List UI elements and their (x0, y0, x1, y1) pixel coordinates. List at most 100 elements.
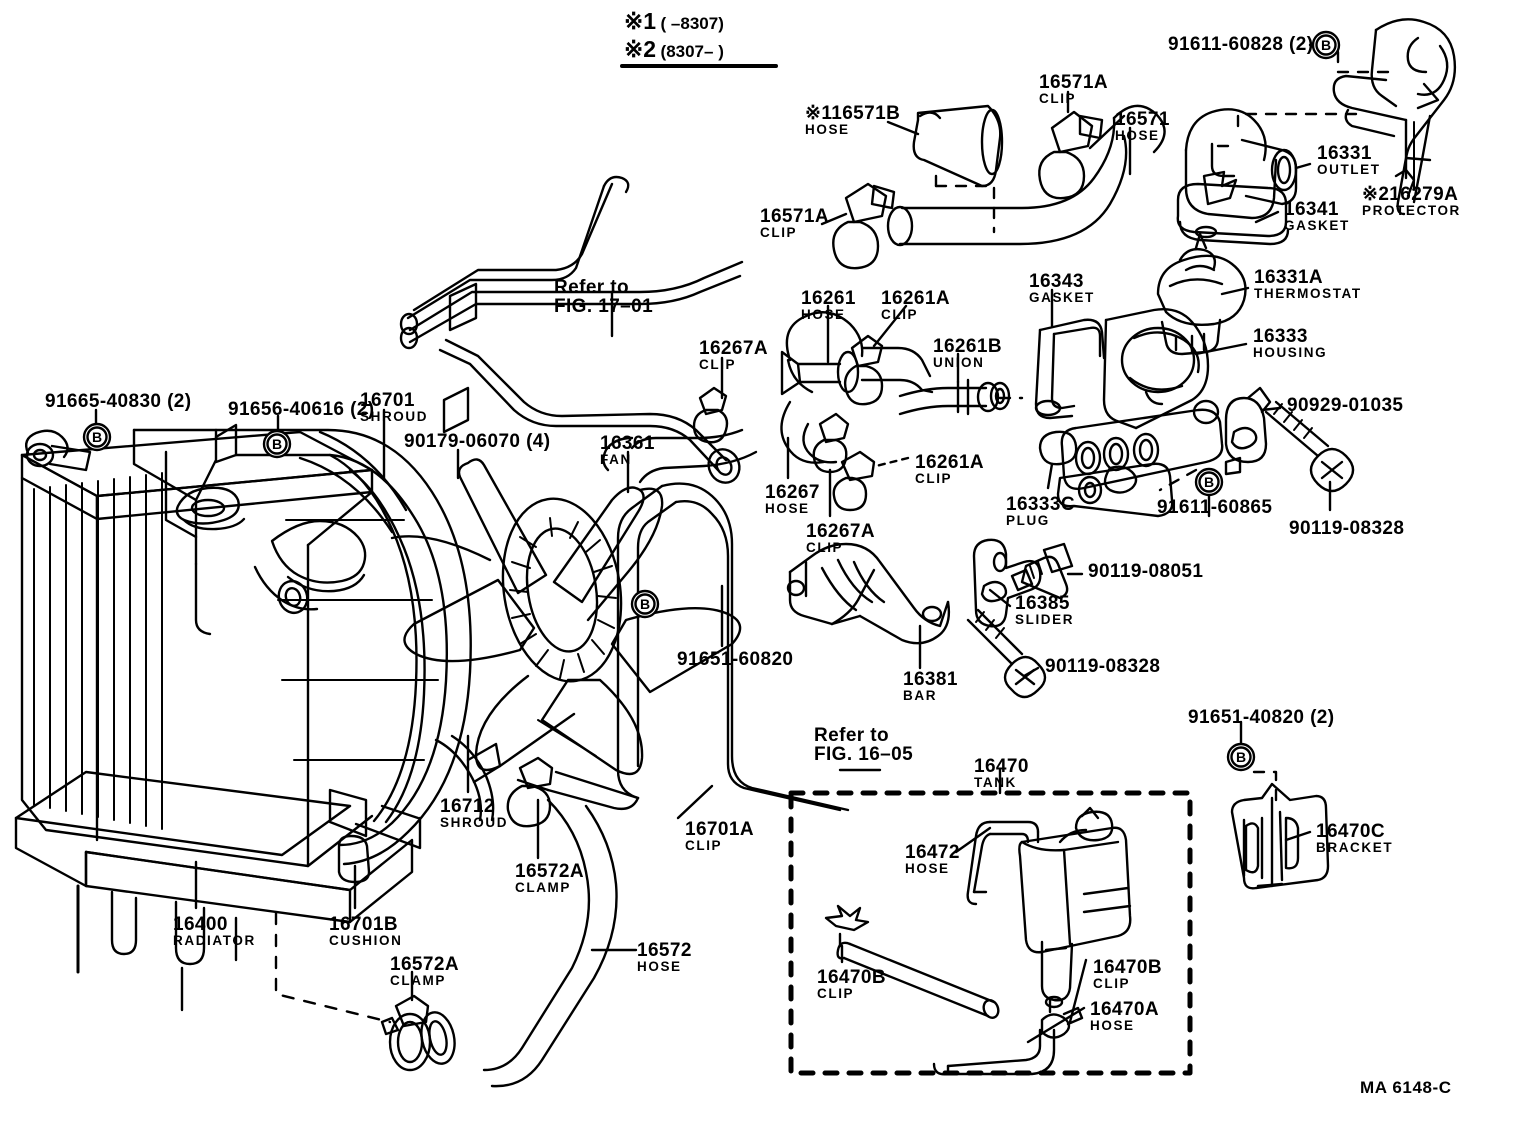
part-description: BAR (903, 688, 938, 704)
part-number: 16333C (1006, 494, 1075, 515)
part-description: OUTLET (1317, 162, 1381, 178)
part-description: HOUSING (1253, 345, 1328, 361)
part-number: 16333 (1253, 326, 1308, 347)
part-number: 16261B (933, 336, 1002, 357)
part-description: CLIP (806, 540, 844, 556)
part-description: PLUG (1006, 513, 1050, 529)
part-number: 16470B (817, 967, 886, 988)
part-description: CLIP (699, 357, 737, 373)
bolt-marker: B (1226, 742, 1256, 772)
part-description: PROTECTOR (1362, 203, 1461, 219)
part-description: SHROUD (360, 409, 429, 425)
part-number: 16267 (765, 482, 820, 503)
part-label-90179-06070-4-: 90179-06070 (4) (404, 431, 551, 452)
part-label-91665-40830-2-: 91665-40830 (2) (45, 392, 192, 412)
header-note-1: ※1 ( –8307) (624, 8, 724, 35)
part-label-91651-40820-2-: 91651-40820 (2) (1188, 708, 1335, 728)
part-number: 16267A (806, 521, 875, 542)
part-number: 16470 (974, 756, 1029, 777)
header-note-1-mark: ※1 (624, 8, 657, 34)
part-description: THERMOSTAT (1254, 286, 1362, 302)
part-number: 91651-60820 (677, 649, 794, 670)
part-number: 90179-06070 (4) (404, 431, 551, 452)
header-note-2-mark: ※2 (624, 36, 657, 62)
part-number: 16470B (1093, 957, 1162, 978)
part-number: 16701 (360, 390, 415, 411)
part-description: BRACKET (1316, 840, 1394, 856)
part-number: 16361 (600, 433, 655, 454)
part-label-90119-08328: 90119-08328 (1045, 657, 1160, 677)
bolt-marker-letter: B (1320, 37, 1332, 53)
part-description: SLIDER (1015, 612, 1075, 628)
part-number: 16343 (1029, 271, 1084, 292)
part-number: 16470A (1090, 999, 1159, 1020)
bolt-marker-letter: B (1203, 474, 1215, 490)
bolt-marker-letter: B (271, 436, 283, 452)
part-number: 16571A (1039, 72, 1108, 93)
refer-note-fig-17-01: Refer to FIG. 17–01 (554, 278, 653, 317)
sensor-90119-08051 (1010, 542, 1074, 600)
part-description: SHROUD (440, 815, 509, 831)
part-number: 16331A (1254, 267, 1323, 288)
part-description: CLAMP (515, 880, 571, 896)
figure-code: MA 6148-C (1360, 1078, 1452, 1097)
part-description: CLIP (915, 471, 953, 487)
refer-line-1: Refer to (554, 277, 629, 298)
part-number: 16341 (1284, 199, 1339, 220)
part-description: FAN (600, 452, 632, 468)
refer-line-2: FIG. 17–01 (554, 296, 654, 318)
part-description: HOSE (637, 959, 682, 975)
part-number: 16261A (915, 452, 984, 473)
part-description: CLIP (685, 838, 723, 854)
bolt-marker-letter: B (91, 429, 103, 445)
bolt-marker: B (1194, 467, 1224, 497)
part-description: TANK (974, 775, 1017, 791)
lower-hose-16572 (380, 798, 618, 1088)
part-description: RADIATOR (173, 933, 256, 949)
thermostat-16331a (1156, 232, 1247, 356)
fan-shroud (132, 423, 502, 866)
protector-216279a (1332, 18, 1457, 216)
part-number: 16712 (440, 796, 495, 817)
part-description: CUSHION (329, 933, 403, 949)
part-label-91656-40616-2-: 91656-40616 (2) (228, 400, 375, 420)
part-number: ※116571B (805, 103, 901, 124)
part-number: 16267A (699, 338, 768, 359)
part-number: 16572A (390, 954, 459, 975)
clip-90929-01035 (1224, 386, 1272, 476)
header-note-2-text: (8307– ) (660, 42, 724, 61)
bar-16381 (786, 542, 951, 645)
inset-dashed-border (788, 790, 1193, 1076)
part-description: CLIP (1093, 976, 1131, 992)
part-label-91611-60828-2-: 91611-60828 (2) (1168, 35, 1313, 55)
part-label-90119-08051: 90119-08051 (1088, 562, 1203, 582)
part-description: HOSE (905, 861, 950, 877)
bolt-marker: B (630, 589, 660, 619)
part-description: GASKET (1284, 218, 1350, 234)
part-number: ※216279A (1362, 184, 1459, 205)
water-inlet-housing-16333 (998, 308, 1224, 518)
